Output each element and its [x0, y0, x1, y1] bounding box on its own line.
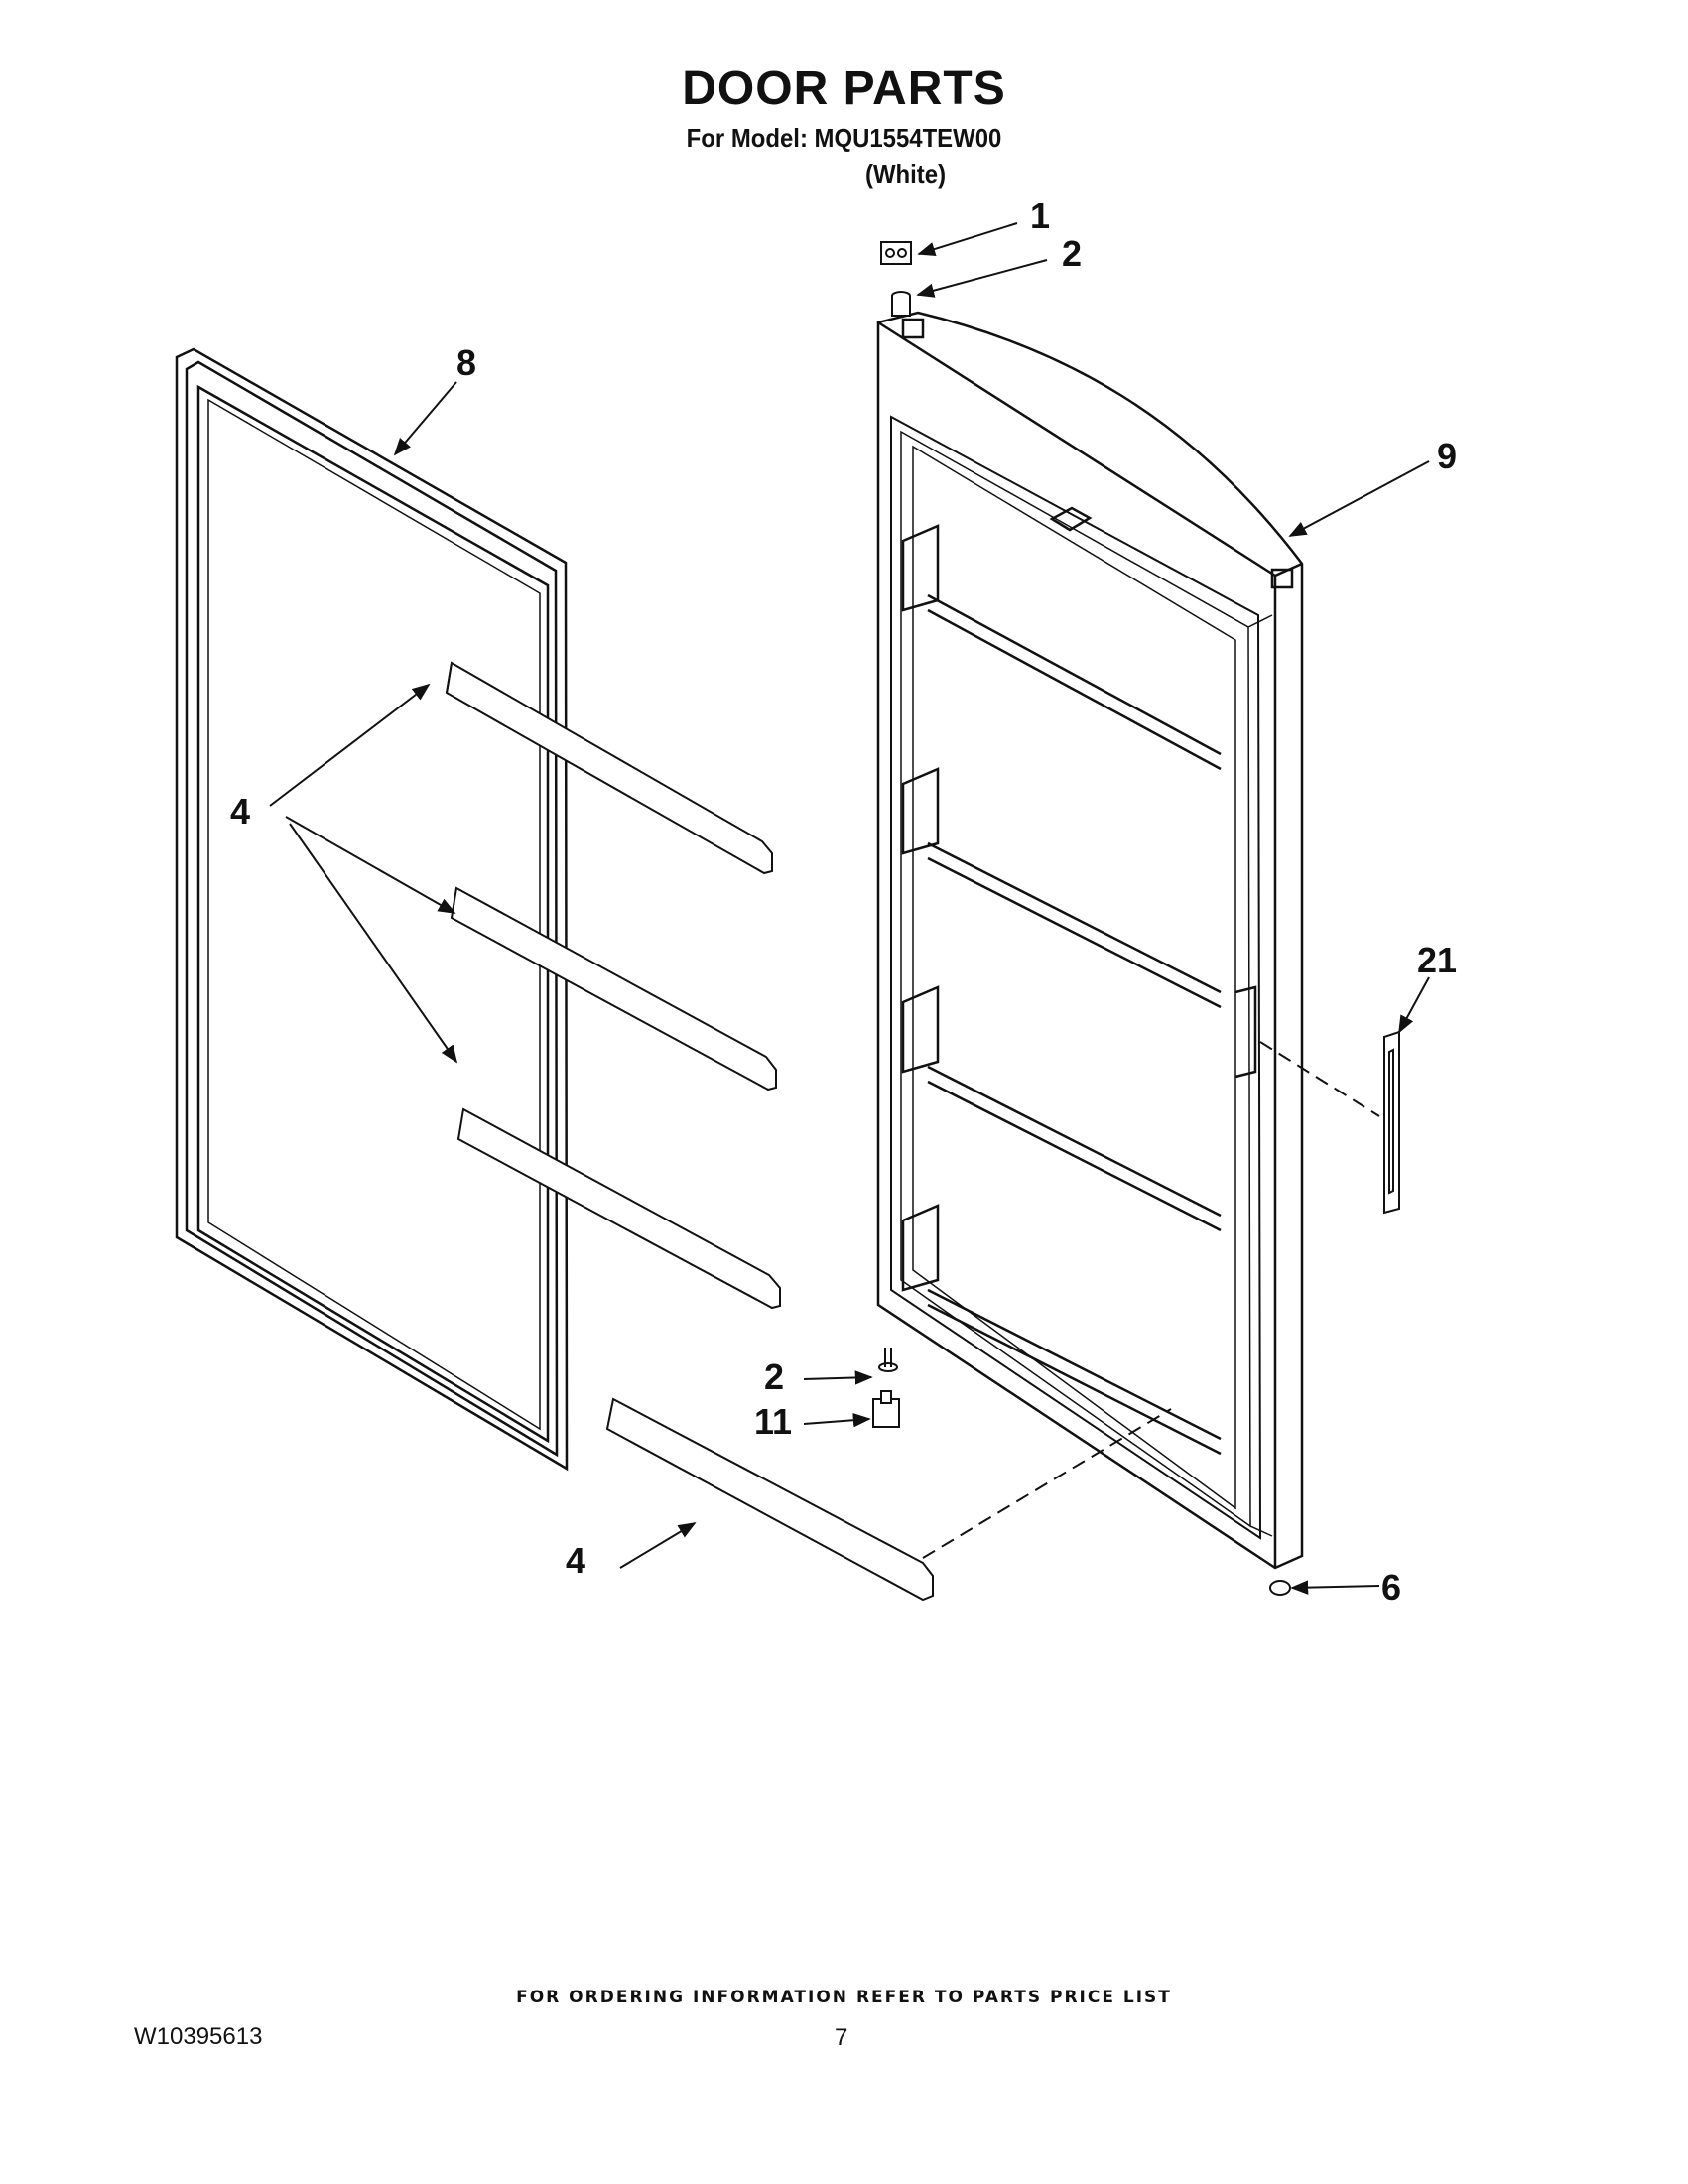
- document-id: W10395613: [134, 2023, 263, 2050]
- door-gasket-part: [175, 347, 569, 1472]
- door-assembly-part: [876, 311, 1304, 1570]
- callout-6: 6: [1381, 1567, 1401, 1607]
- page-title: DOOR PARTS: [682, 63, 1006, 115]
- bottom-hinge-part: [872, 1390, 900, 1428]
- callout-2-top: 2: [1062, 233, 1082, 274]
- page-number: 7: [835, 2024, 848, 2051]
- door-handle-part: [1383, 1030, 1400, 1215]
- hinge-pin-top: [891, 291, 911, 317]
- hinge-pin-bottom: [878, 1348, 898, 1372]
- callout-4-bottom: 4: [566, 1540, 585, 1581]
- callout-2-bottom: 2: [764, 1356, 784, 1397]
- model-subtitle: For Model: MQU1554TEW00: [686, 123, 1002, 153]
- door-leveler-part: [1269, 1580, 1291, 1596]
- callout-11: 11: [754, 1401, 792, 1442]
- top-hinge-part: [880, 241, 912, 265]
- callout-8: 8: [456, 342, 476, 383]
- callout-21: 21: [1417, 940, 1457, 980]
- ordering-note: FOR ORDERING INFORMATION REFER TO PARTS …: [516, 1988, 1172, 2007]
- color-note: (White): [865, 159, 947, 189]
- callout-9: 9: [1437, 436, 1457, 476]
- door-shelf-bars: [445, 661, 934, 1602]
- leader-arrows: [269, 222, 1430, 1595]
- assembly-lines: [922, 1041, 1380, 1559]
- callout-1: 1: [1030, 195, 1050, 236]
- callout-4-group: 4: [230, 791, 250, 832]
